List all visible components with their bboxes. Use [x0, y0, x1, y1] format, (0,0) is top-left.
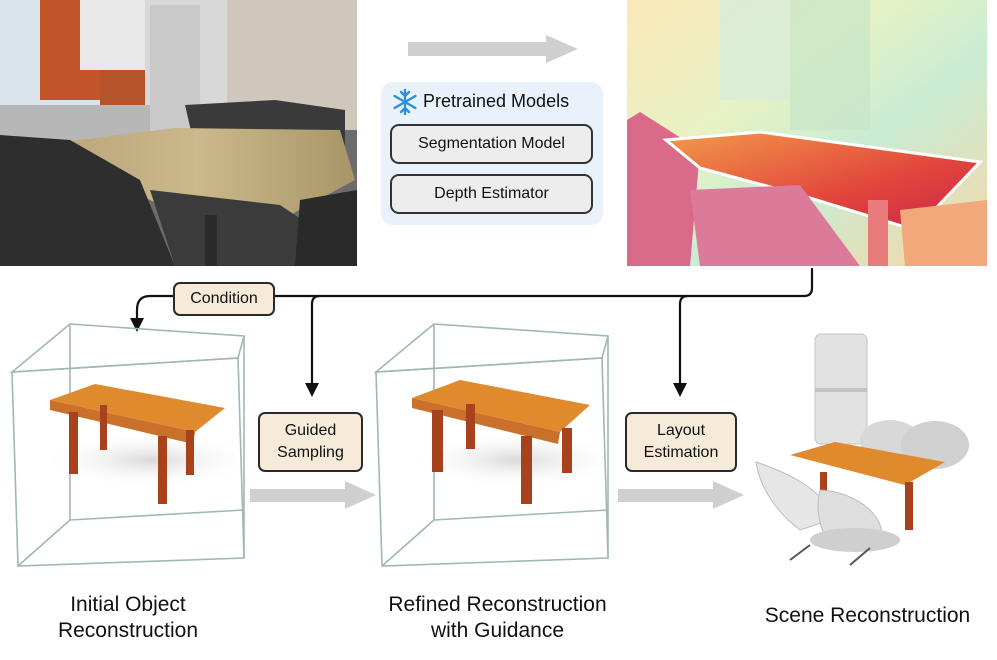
- initial-object-cube: [9, 323, 260, 567]
- refined-reconstruction-caption: Refined Reconstruction with Guidance: [388, 593, 607, 642]
- guided-sampling-tag: Guided Sampling: [258, 412, 363, 472]
- top-flow-arrow: [408, 35, 578, 63]
- connector-arrowheads: [130, 318, 687, 397]
- snowflake-icon: [393, 88, 417, 116]
- input-photo: [0, 0, 357, 266]
- pretrained-models-panel: Pretrained Models Segmentation Model Dep…: [381, 82, 603, 225]
- refined-object-cube: [373, 323, 625, 567]
- scene-reconstruction-render: [755, 333, 969, 566]
- condition-tag: Condition: [173, 282, 275, 316]
- depth-estimator-box: Depth Estimator: [390, 174, 593, 214]
- condition-connectors: [135, 268, 814, 385]
- pretrained-models-title: Pretrained Models: [423, 91, 570, 111]
- bottom-flow-arrow-2: [618, 481, 744, 509]
- layout-estimation-tag: Layout Estimation: [625, 412, 737, 472]
- bottom-flow-arrow-1: [250, 481, 376, 509]
- initial-object-caption: Initial Object Reconstruction: [57, 593, 199, 642]
- segmentation-model-box: Segmentation Model: [390, 124, 593, 164]
- scene-reconstruction-caption: Scene Reconstruction: [764, 604, 971, 627]
- depth-map: [627, 0, 987, 266]
